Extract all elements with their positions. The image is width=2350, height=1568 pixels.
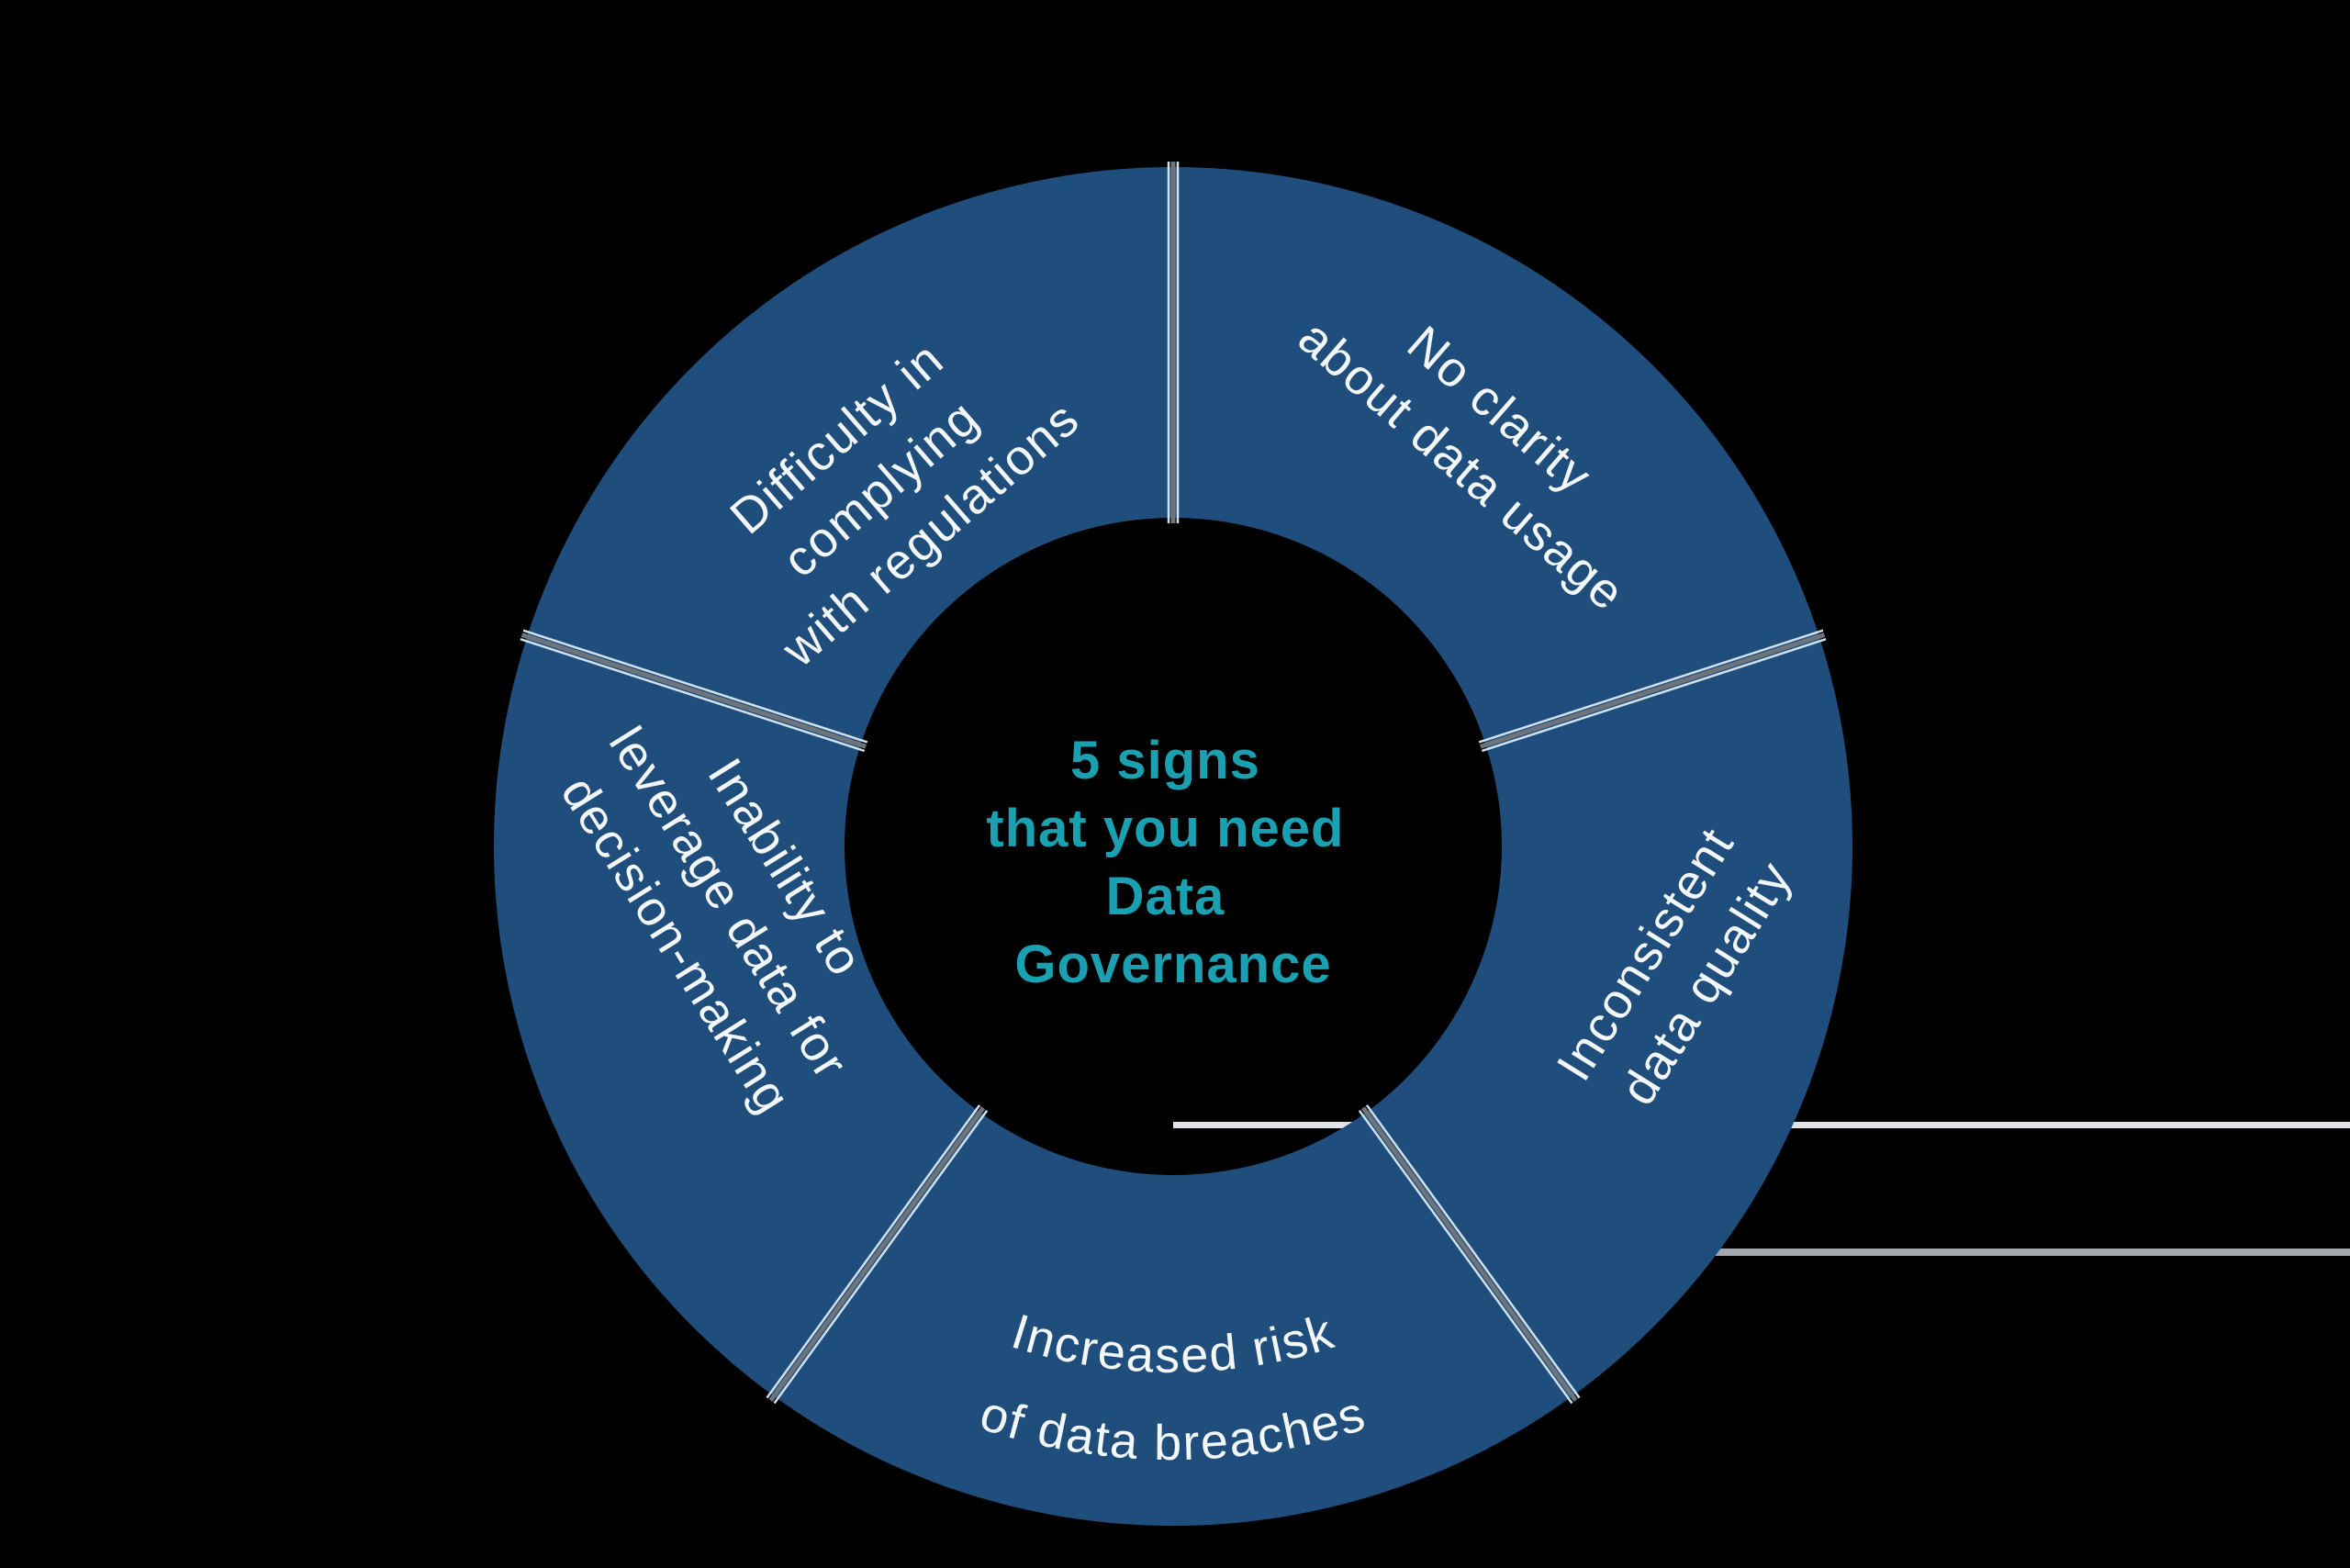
donut-ring [494,167,1852,1526]
divider-line [766,1104,981,1399]
center-title-line: that you need [986,799,1344,858]
segment-inconsistent-data-quality [1366,636,1852,1396]
divider-line [520,633,867,749]
divider-line [522,629,868,744]
divider-line [768,1106,986,1402]
divider-line [773,1109,989,1405]
divider-line [1478,629,1824,744]
divider-line [520,638,866,753]
divider-line [1365,1104,1581,1399]
center-title-line: Governance [1014,935,1331,994]
divider-line [1479,633,1826,749]
divider-line [1360,1106,1578,1402]
annotation-line-lower [1173,1249,2350,1256]
segment-inability-to-leverage-data-for-decision-making [494,636,980,1396]
segment-increased-risk-of-data-breaches [774,1112,1572,1526]
center-title: 5 signs that you need Data Governance [986,731,1360,994]
divider-line [1481,638,1827,753]
center-title-line: 5 signs [1070,731,1260,790]
segment-dividers [520,162,1827,1405]
center-title-line: Data [1106,867,1225,926]
segment-no-clarity-about-data-usage [1173,167,1819,745]
segment-difficulty-in-complying-with-regulations [527,167,1173,745]
divider-line [1358,1109,1573,1405]
